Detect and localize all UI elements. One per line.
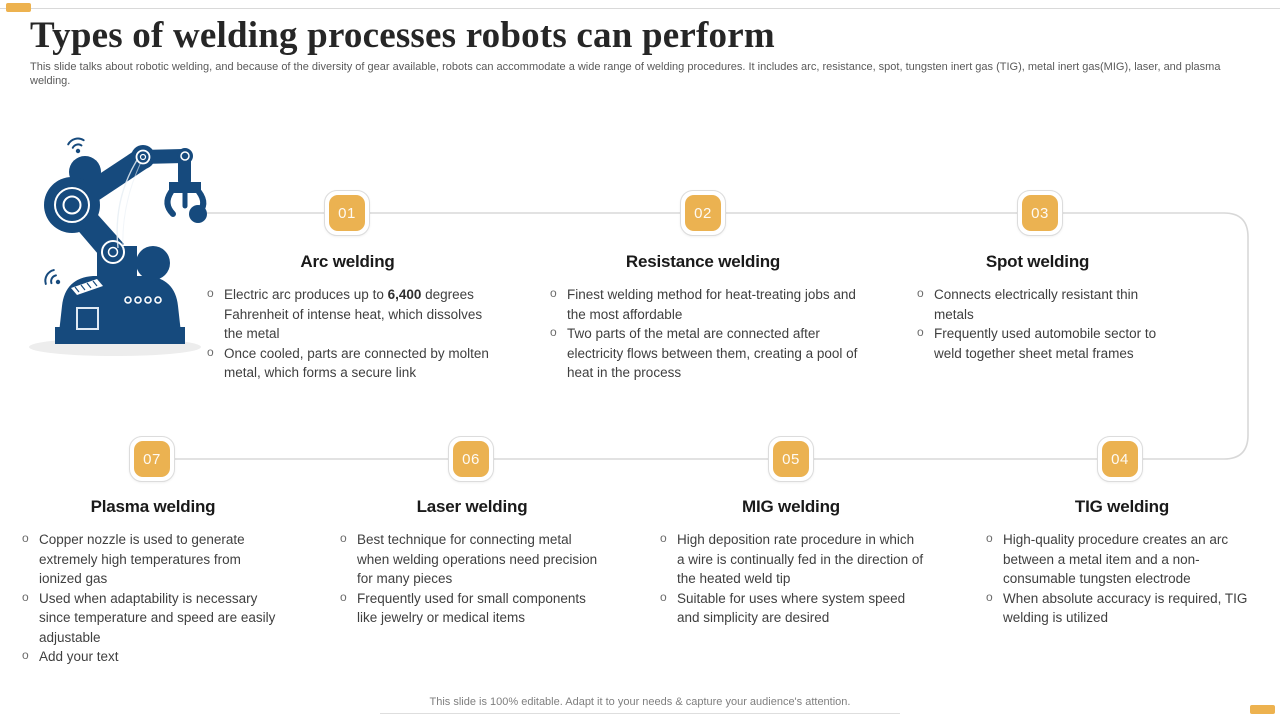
step-number: 03 — [1022, 195, 1058, 231]
base-panel-square — [76, 307, 99, 330]
step-number: 07 — [134, 441, 170, 477]
process-bullets: Connects electrically resistant thin met… — [915, 284, 1160, 363]
process-column-plasma-welding: Plasma welding Copper nozzle is used to … — [20, 497, 286, 667]
step-number: 05 — [773, 441, 809, 477]
bullet-item: Electric arc produces up to 6,400 degree… — [205, 284, 490, 344]
process-title: Arc welding — [300, 252, 395, 271]
bullet-item: Frequently used automobile sector to wel… — [915, 323, 1160, 363]
process-column-mig-welding: MIG welding High deposition rate procedu… — [658, 497, 924, 628]
bottom-right-accent-bar — [1250, 705, 1275, 714]
wifi-signal-icon — [67, 137, 85, 149]
step-number: 06 — [453, 441, 489, 477]
bullet-item: Add your text — [20, 646, 286, 667]
process-title: Laser welding — [416, 497, 528, 516]
process-bullets: High-quality procedure creates an arc be… — [984, 529, 1260, 628]
process-bullets: Best technique for connecting metal when… — [338, 529, 606, 628]
footer-note: This slide is 100% editable. Adapt it to… — [380, 696, 900, 714]
step-badge-06: 06 — [448, 436, 494, 482]
process-column-laser-welding: Laser welding Best technique for connect… — [338, 497, 606, 628]
robot-arm-illustration — [29, 137, 207, 356]
process-bullets: Copper nozzle is used to generate extrem… — [20, 529, 286, 667]
step-number: 04 — [1102, 441, 1138, 477]
process-column-arc-welding: Arc welding Electric arc produces up to … — [205, 252, 490, 383]
process-title: Spot welding — [985, 252, 1090, 271]
step-badge-02: 02 — [680, 190, 726, 236]
step-number: 01 — [329, 195, 365, 231]
step-badge-04: 04 — [1097, 436, 1143, 482]
bullet-item: When absolute accuracy is required, TIG … — [984, 588, 1260, 628]
wifi-signal-icon — [44, 269, 57, 285]
process-column-resistance-welding: Resistance welding Finest welding method… — [548, 252, 858, 383]
process-title: Resistance welding — [625, 252, 781, 271]
bullet-item: High-quality procedure creates an arc be… — [984, 529, 1260, 589]
process-column-tig-welding: TIG welding High-quality procedure creat… — [984, 497, 1260, 628]
bullet-item: Copper nozzle is used to generate extrem… — [20, 529, 286, 589]
process-column-spot-welding: Spot welding Connects electrically resis… — [915, 252, 1160, 363]
process-title: Plasma welding — [90, 497, 216, 516]
slide-subtitle: This slide talks about robotic welding, … — [30, 61, 1221, 87]
process-bullets: Finest welding method for heat-treating … — [548, 284, 858, 383]
bullet-item: Two parts of the metal are connected aft… — [548, 323, 858, 383]
bullet-item: Best technique for connecting metal when… — [338, 529, 606, 589]
page-title: Types of welding processes robots can pe… — [30, 15, 775, 56]
process-bullets: High deposition rate procedure in which … — [658, 529, 924, 628]
step-badge-07: 07 — [129, 436, 175, 482]
bullet-item: Frequently used for small components lik… — [338, 588, 606, 628]
process-title: TIG welding — [1074, 497, 1170, 516]
bullet-item: Used when adaptability is necessary sinc… — [20, 588, 286, 648]
bullet-item: Connects electrically resistant thin met… — [915, 284, 1160, 324]
process-title: MIG welding — [742, 497, 840, 516]
bullet-item: Finest welding method for heat-treating … — [548, 284, 858, 324]
process-bullets: Electric arc produces up to 6,400 degree… — [205, 284, 490, 383]
step-badge-03: 03 — [1017, 190, 1063, 236]
step-badge-01: 01 — [324, 190, 370, 236]
step-number: 02 — [685, 195, 721, 231]
bullet-item: High deposition rate procedure in which … — [658, 529, 924, 589]
top-left-accent-bar — [6, 3, 31, 12]
top-divider-line — [0, 8, 1280, 9]
bullet-item: Suitable for uses where system speed and… — [658, 588, 924, 628]
step-badge-05: 05 — [768, 436, 814, 482]
bullet-item: Once cooled, parts are connected by molt… — [205, 343, 490, 383]
